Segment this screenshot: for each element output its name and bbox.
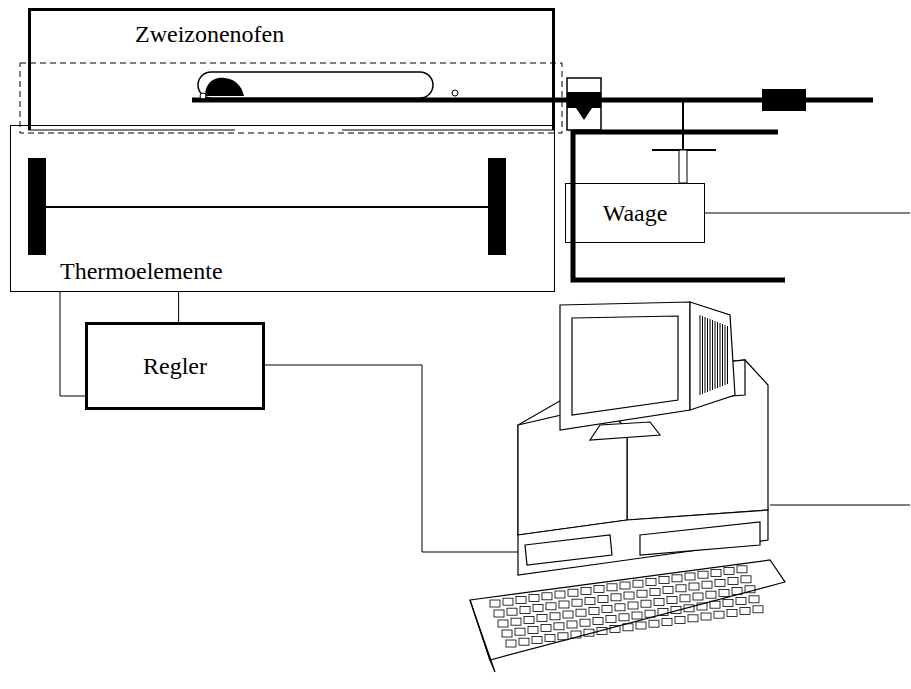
thermocouple-frame: Thermoelemente [10, 125, 555, 292]
computer [470, 302, 785, 672]
keyboard-keys [490, 566, 763, 647]
signal-wire [60, 292, 179, 396]
hook [200, 93, 206, 99]
oven-box: Zweizonenofen [28, 8, 555, 130]
oven-leg [488, 158, 506, 255]
node-label: Waage [603, 200, 668, 226]
node-label: Regler [143, 353, 207, 379]
wire [770, 505, 910, 506]
node-label: Zweizonenofen [135, 21, 284, 47]
balance-box: Waage [565, 183, 705, 243]
node-label: Thermoelemente [60, 258, 223, 284]
sample-boat [198, 72, 433, 98]
thermocouple-tip [452, 90, 458, 96]
stand [573, 130, 785, 280]
knife-edge [576, 108, 592, 120]
wire [265, 365, 518, 552]
computer-vents [700, 315, 728, 395]
oven-leg [28, 158, 46, 255]
wire [705, 213, 910, 214]
oven-floor [28, 130, 235, 131]
oven-floor [342, 130, 555, 131]
sample [205, 78, 244, 96]
pivot-clamp [567, 92, 601, 108]
counterweight [762, 89, 806, 111]
pivot-holder [567, 78, 601, 130]
hanger [682, 102, 684, 150]
controller-box: Regler [85, 322, 265, 410]
balance-stem [679, 150, 687, 183]
crossbar [46, 206, 488, 208]
stand-arm [573, 130, 778, 135]
